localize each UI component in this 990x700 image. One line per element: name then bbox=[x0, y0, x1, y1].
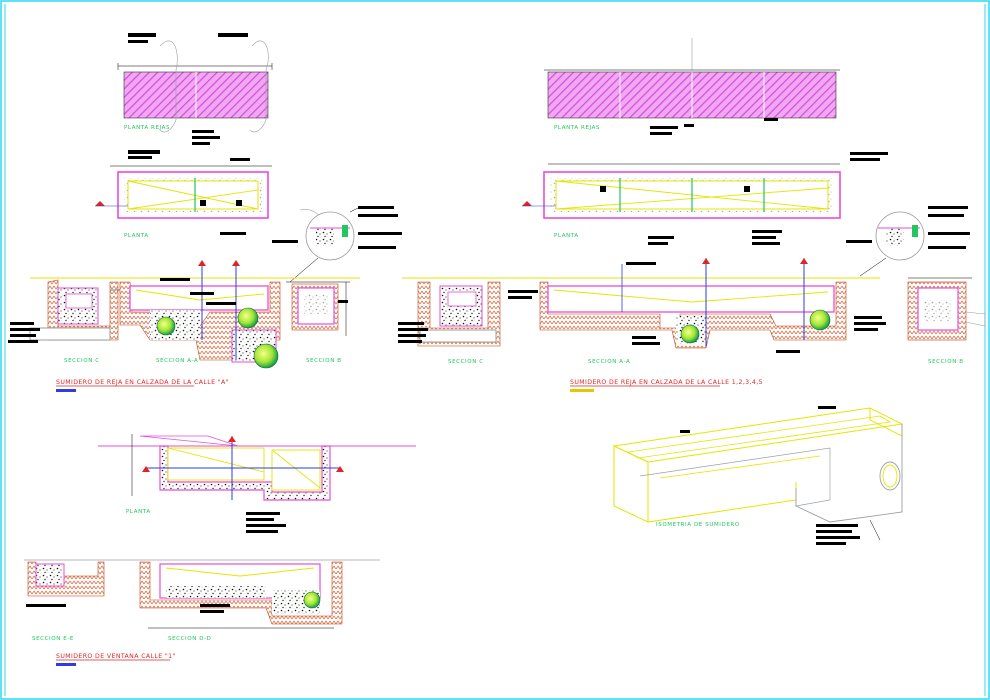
isometric-sumidero: ISOMETRIA DE SUMIDERO bbox=[612, 406, 904, 545]
label-planta-1: PLANTA bbox=[124, 233, 149, 239]
label-seccion-c-2: SECCION C bbox=[448, 359, 484, 365]
label-seccion-b-1: SECCION B bbox=[306, 358, 342, 364]
label-planta-rejas-1: PLANTA REJAS bbox=[124, 125, 170, 131]
title-sumidero-calles-1-5: SUMIDERO DE REJA EN CALZADA DE LA CALLE … bbox=[570, 379, 763, 386]
title-underline-yellow-2 bbox=[570, 389, 594, 392]
label-seccion-aa-1: SECCION A-A bbox=[156, 358, 198, 364]
title-sumidero-calle-a: SUMIDERO DE REJA EN CALZADA DE LA CALLE … bbox=[56, 379, 229, 386]
planta-2: PLANTA bbox=[522, 152, 888, 245]
detail-circle-1 bbox=[272, 206, 402, 283]
title-underline-blue-1 bbox=[56, 389, 76, 392]
label-planta-2: PLANTA bbox=[554, 233, 579, 239]
label-seccion-b-2: SECCION B bbox=[928, 359, 964, 365]
label-seccion-c-1: SECCION C bbox=[64, 358, 100, 364]
label-seccion-ee-3: SECCION E-E bbox=[32, 636, 74, 642]
secciones-3: SECCION E-E SECCION D-D bbox=[24, 559, 380, 642]
title-underline-blue-3 bbox=[56, 663, 76, 666]
label-seccion-dd-3: SECCION D-D bbox=[168, 636, 212, 642]
label-planta-3: PLANTA bbox=[126, 509, 151, 515]
label-isometria: ISOMETRIA DE SUMIDERO bbox=[656, 522, 740, 528]
detail-circle-2 bbox=[846, 206, 970, 277]
secciones-1: SECCION C SECCION A-A SECCION B bbox=[8, 260, 360, 369]
title-sumidero-ventana: SUMIDERO DE VENTANA CALLE "1" bbox=[56, 653, 176, 660]
group-3-sumidero-ventana: PLANTA SECCION E-E SECCION D-D SUMIDERO … bbox=[24, 434, 416, 666]
label-seccion-aa-2: SECCION A-A bbox=[588, 359, 630, 365]
planta-1: PLANTA bbox=[95, 150, 323, 239]
secciones-2: SECCION C SECCION A-A SECCION B bbox=[398, 258, 986, 365]
planta-rejas-2: PLANTA REJAS bbox=[544, 38, 840, 135]
label-planta-rejas-2: PLANTA REJAS bbox=[554, 125, 600, 131]
group-2-sumidero-calles: PLANTA REJAS PLANTA bbox=[398, 38, 986, 392]
group-1-sumidero-calle-a: PLANTA REJAS PLANTA bbox=[8, 33, 402, 392]
planta-3: PLANTA bbox=[98, 434, 416, 533]
planta-rejas-1: PLANTA REJAS bbox=[117, 33, 273, 145]
